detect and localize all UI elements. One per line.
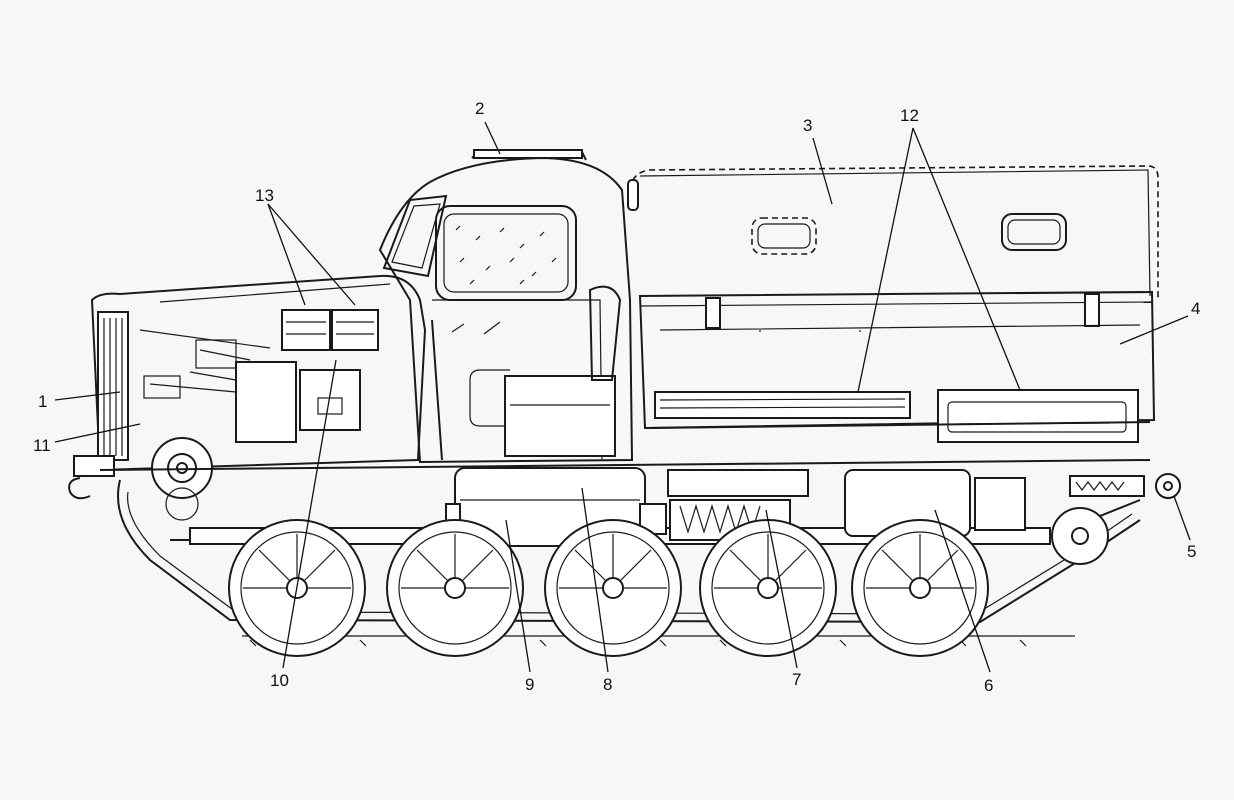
radiator xyxy=(97,311,129,461)
engine xyxy=(139,329,361,443)
road-wheel-4 xyxy=(699,519,837,657)
air-filters xyxy=(281,309,379,351)
roof-hatch xyxy=(473,149,583,159)
cab xyxy=(378,149,639,464)
door-window xyxy=(435,205,577,301)
canopy-window-rear xyxy=(1001,213,1067,251)
bench-seat-rear xyxy=(937,389,1139,443)
road-wheel-5 xyxy=(851,519,989,657)
callout-6: 6 xyxy=(984,676,994,695)
road-wheel-2 xyxy=(386,519,524,657)
callout-1: 1 xyxy=(38,392,48,411)
callout-4: 4 xyxy=(1191,299,1201,318)
road-wheel-3 xyxy=(544,519,682,657)
callout-5: 5 xyxy=(1187,542,1197,561)
callout-8: 8 xyxy=(603,675,613,694)
engine-compartment xyxy=(68,274,427,521)
canopy-window-front xyxy=(751,217,817,255)
cargo-canopy xyxy=(629,165,1159,300)
callout-3: 3 xyxy=(803,116,813,135)
callout-13: 13 xyxy=(255,186,274,205)
front-tow-hook xyxy=(68,477,91,500)
callout-11: 11 xyxy=(33,436,51,455)
cargo-body xyxy=(638,290,1156,443)
callout-10: 10 xyxy=(270,671,289,690)
callout-2: 2 xyxy=(475,99,485,118)
idler-wheel xyxy=(1051,507,1109,565)
bench-seat-front xyxy=(654,391,911,419)
callout-9: 9 xyxy=(525,675,535,694)
callout-12: 12 xyxy=(900,106,919,125)
rear-tow-hitch xyxy=(1069,473,1181,499)
callout-7: 7 xyxy=(792,670,802,689)
leader-lines xyxy=(54,121,1191,673)
drive-sprocket xyxy=(151,437,213,521)
